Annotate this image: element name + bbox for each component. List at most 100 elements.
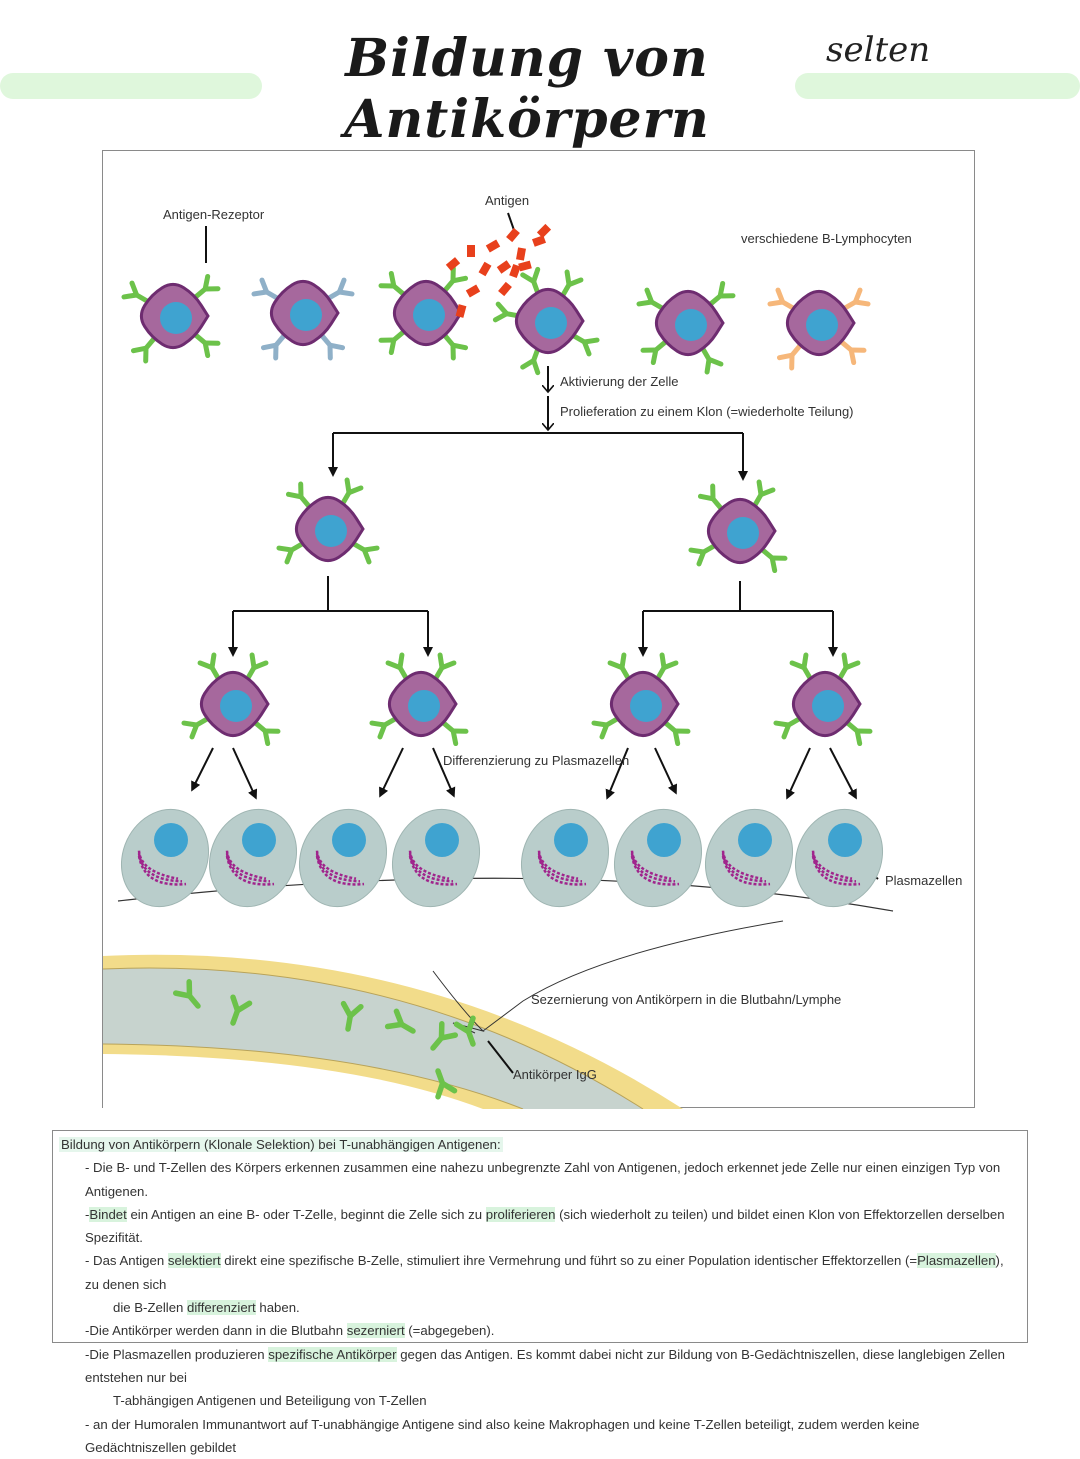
highlighted-term: Bindet — [89, 1206, 127, 1222]
receptor-icon — [121, 280, 150, 304]
er-strand — [315, 850, 357, 880]
arrow-differentiation — [605, 747, 629, 800]
er-strand — [408, 855, 458, 886]
antigen-particle — [531, 235, 547, 247]
receptor-icon — [442, 265, 469, 293]
b-lymphocytes — [121, 265, 873, 747]
label-activation: Aktivierung der Zelle — [560, 374, 679, 389]
receptor-icon — [369, 716, 398, 740]
nucleus-icon — [220, 690, 252, 722]
receptor-icon — [640, 339, 668, 366]
receptor-icon — [285, 481, 312, 509]
er-strand — [137, 855, 187, 886]
receptor-icon — [326, 277, 355, 301]
nucleus-icon — [290, 299, 322, 331]
b-cell — [276, 477, 380, 565]
lineage-arrows — [191, 212, 879, 1074]
nucleus-icon — [413, 299, 445, 331]
receptor-icon — [560, 269, 584, 298]
antibody-icon — [430, 1021, 459, 1051]
receptor-icon — [433, 652, 457, 681]
arrow-differentiation — [191, 747, 214, 792]
er-strand — [225, 853, 271, 883]
receptor-icon — [319, 333, 346, 361]
receptor-icon — [571, 333, 600, 357]
b-cell — [492, 266, 600, 376]
receptor-icon — [776, 343, 803, 371]
receptor-icon — [839, 339, 867, 366]
nucleus-icon — [828, 823, 862, 857]
explanation-heading: Bildung von Antikörpern (Klonale Selekti… — [59, 1137, 503, 1152]
highlighted-term: selektiert — [167, 1253, 221, 1269]
explanation-item: - Die B- und T-Zellen des Körpers erkenn… — [85, 1156, 1021, 1203]
text-segment: ein Antigen an eine B- oder T-Zelle, beg… — [126, 1206, 486, 1222]
b-cell — [369, 652, 469, 747]
b-cell — [121, 273, 221, 364]
antigen-particle — [509, 263, 521, 279]
highlighted-term: spezifische Antikörper — [268, 1346, 397, 1362]
plasma-cell-body — [391, 808, 481, 908]
plasma-cell — [120, 808, 210, 908]
text-segment: -Die Plasmazellen produzieren — [85, 1346, 269, 1362]
label-proliferation: Prolieferation zu einem Klon (=wiederhol… — [560, 404, 854, 419]
receptor-icon — [253, 720, 281, 747]
explanation-item: -Die Antikörper werden dann in die Blutb… — [85, 1319, 1021, 1342]
vessel-edge — [103, 1043, 524, 1109]
antigen-particle — [465, 284, 481, 298]
receptor-icon — [130, 336, 157, 364]
receptor-icon — [251, 277, 280, 301]
text-segment: direkt eine spezifische B-Zelle, stimuli… — [220, 1253, 918, 1269]
antigen-particle — [467, 245, 475, 257]
b-cell — [181, 652, 281, 747]
explanation-item-continuation: T-abhängigen Antigenen und Beteiligung v… — [85, 1389, 1021, 1412]
clonal-selection-diagram: Antigen-Rezeptor Antigen verschiedene B-… — [102, 150, 975, 1109]
receptor-icon — [520, 346, 541, 376]
antibodies-in-vessel — [172, 979, 476, 1100]
plasma-cell — [520, 808, 610, 908]
plasma-cell-body — [208, 808, 298, 908]
margin-note: selten — [826, 30, 931, 70]
antigen-particle — [498, 281, 512, 297]
nucleus-icon — [408, 690, 440, 722]
er-strand — [537, 850, 579, 880]
nucleus-icon — [675, 309, 707, 341]
receptor-icon — [842, 287, 871, 311]
er-strand — [408, 850, 450, 880]
blood-vessel — [103, 877, 894, 1109]
er-strand — [225, 850, 267, 880]
plasma-cell-body — [794, 808, 884, 908]
b-cell — [251, 277, 355, 361]
nucleus-icon — [738, 823, 772, 857]
text-segment: T-abhängigen Antigenen und Beteiligung v… — [113, 1393, 427, 1409]
er-strand — [137, 853, 183, 883]
receptor-icon — [845, 720, 873, 747]
antigen-particle — [536, 223, 552, 239]
antigen-particle — [506, 227, 520, 243]
label-antibody: Antikörper IgG — [513, 1067, 597, 1082]
explanation-item: -Bindet ein Antigen an eine B- oder T-Ze… — [85, 1203, 1021, 1250]
plasma-cells — [120, 808, 884, 908]
nucleus-icon — [806, 309, 838, 341]
er-strand — [537, 853, 583, 883]
nucleus-icon — [332, 823, 366, 857]
header-band-left — [0, 73, 262, 99]
receptor-icon — [385, 652, 409, 681]
label-secretion: Sezernierung von Antikörpern in die Blut… — [531, 992, 841, 1007]
plasma-cell — [794, 808, 884, 908]
nucleus-icon — [425, 823, 459, 857]
receptor-icon — [607, 652, 631, 681]
receptor-icon — [193, 332, 221, 359]
b-cell — [378, 265, 469, 361]
receptor-icon — [760, 547, 788, 574]
plasma-cell-body — [613, 808, 703, 908]
highlighted-term: proliferieren — [485, 1206, 556, 1222]
text-segment: - Die B- und T-Zellen des Körpers erkenn… — [85, 1160, 1001, 1199]
receptor-icon — [663, 720, 691, 747]
er-strand — [630, 850, 672, 880]
er-strand — [811, 855, 861, 886]
receptor-icon — [708, 280, 736, 307]
highlighted-term: sezerniert — [346, 1323, 405, 1339]
receptor-icon — [193, 273, 221, 300]
antigen-particle — [455, 304, 467, 318]
receptor-icon — [789, 652, 813, 681]
